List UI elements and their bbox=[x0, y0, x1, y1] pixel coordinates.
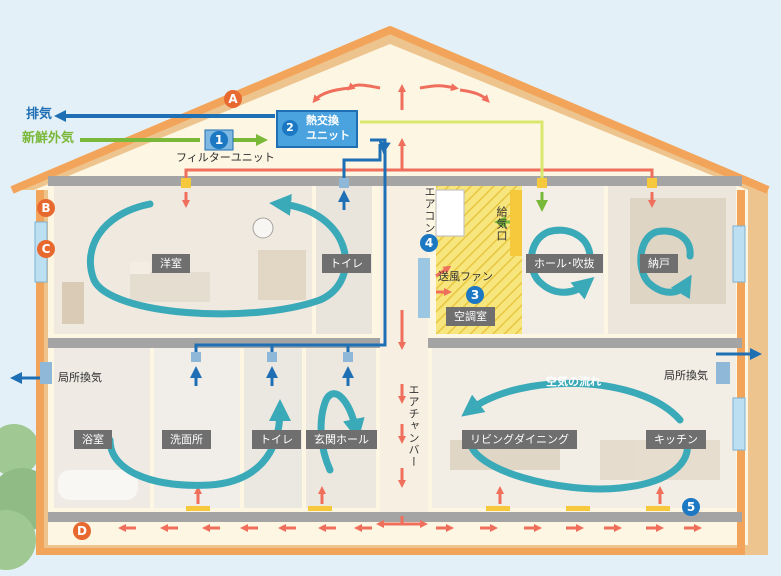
aircon-label: エアコン bbox=[423, 186, 436, 234]
airflow-label: 空気の流れ bbox=[546, 375, 601, 388]
room-hall: ホール･吹抜 bbox=[526, 254, 603, 273]
badge-5: 5 bbox=[682, 498, 700, 516]
filter-unit-label: フィルターユニット bbox=[176, 151, 275, 164]
badge-1: 1 bbox=[210, 131, 228, 149]
swirl-airflows bbox=[87, 193, 694, 493]
room-arrows bbox=[10, 190, 762, 386]
attic-warm-air-arrows bbox=[312, 82, 490, 110]
badge-d: D bbox=[73, 522, 91, 540]
room-bath: 浴室 bbox=[74, 430, 112, 449]
air-chamber-label: エアチャンバー bbox=[407, 384, 420, 468]
room-entrance: 玄関ホール bbox=[306, 430, 377, 449]
room-toilet-lower: トイレ bbox=[252, 430, 301, 449]
badge-2: 2 bbox=[282, 120, 298, 136]
room-living: リビングダイニング bbox=[462, 430, 577, 449]
room-kitchen: キッチン bbox=[646, 430, 706, 449]
badge-c: C bbox=[37, 240, 55, 258]
local-vent-left-label: 局所換気 bbox=[58, 371, 102, 384]
room-western: 洋室 bbox=[152, 254, 190, 273]
exhaust-label: 排気 bbox=[26, 107, 53, 122]
duct-lines bbox=[54, 110, 654, 352]
underfloor-arrows bbox=[118, 486, 702, 532]
floor-vents bbox=[186, 506, 670, 511]
chamber-arrows bbox=[376, 310, 428, 528]
room-air: 空調室 bbox=[446, 307, 495, 326]
room-closet: 納戸 bbox=[640, 254, 678, 273]
heat-exchanger-line2: ユニット bbox=[306, 129, 350, 142]
supply-port-label: 給気口 bbox=[495, 206, 508, 242]
room-washroom: 洗面所 bbox=[162, 430, 211, 449]
badge-3: 3 bbox=[466, 286, 484, 304]
badge-a: A bbox=[224, 90, 242, 108]
room-toilet-upper: トイレ bbox=[322, 254, 371, 273]
heat-exchanger-line1: 熱交換 bbox=[306, 114, 339, 127]
fan-label: 送風ファン bbox=[438, 270, 493, 283]
fresh-air-label: 新鮮外気 bbox=[22, 131, 75, 146]
badge-b: B bbox=[37, 199, 55, 217]
local-vent-right-label: 局所換気 bbox=[664, 369, 708, 382]
heat-exchanger-unit: 2 熱交換 ユニット bbox=[276, 110, 358, 148]
badge-4: 4 bbox=[420, 234, 438, 252]
aircon-unit bbox=[435, 189, 522, 256]
